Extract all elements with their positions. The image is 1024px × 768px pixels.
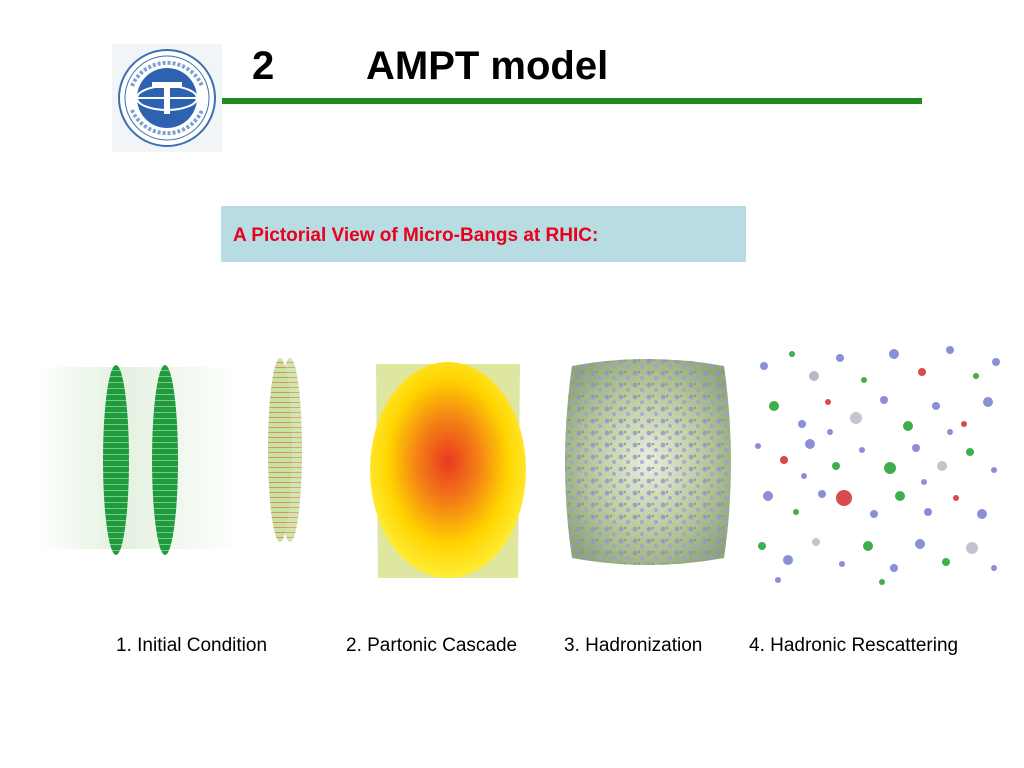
university-seal-icon: [118, 49, 216, 147]
caption-hadronization: 3. Hadronization: [564, 635, 703, 656]
caption-initial-condition: 1. Initial Condition: [116, 635, 268, 656]
stage-hadronization: [562, 358, 734, 568]
nuclei-collision-icon: [40, 358, 302, 555]
particle-cloud: [755, 346, 1000, 585]
slide-title: AMPT model: [366, 44, 609, 88]
hot-fireball-icon: [370, 362, 526, 578]
caption-hadronic-rescattering: 4. Hadronic Rescattering: [749, 635, 959, 656]
stage-initial-condition: [40, 355, 310, 555]
hadron-gas-icon: [755, 346, 1000, 585]
caption-partonic-cascade: 2. Partonic Cascade: [346, 635, 518, 656]
subtitle-text: A Pictorial View of Micro-Bangs at RHIC:: [233, 225, 599, 246]
subtitle-box: A Pictorial View of Micro-Bangs at RHIC:: [221, 206, 746, 262]
university-logo: [112, 44, 222, 152]
title-underline: [222, 98, 922, 104]
stage-hadronic-rescattering: [744, 336, 1006, 590]
hadronization-icon: [565, 359, 731, 565]
section-number: 2: [252, 44, 275, 88]
stage-partonic-cascade: [368, 358, 528, 583]
